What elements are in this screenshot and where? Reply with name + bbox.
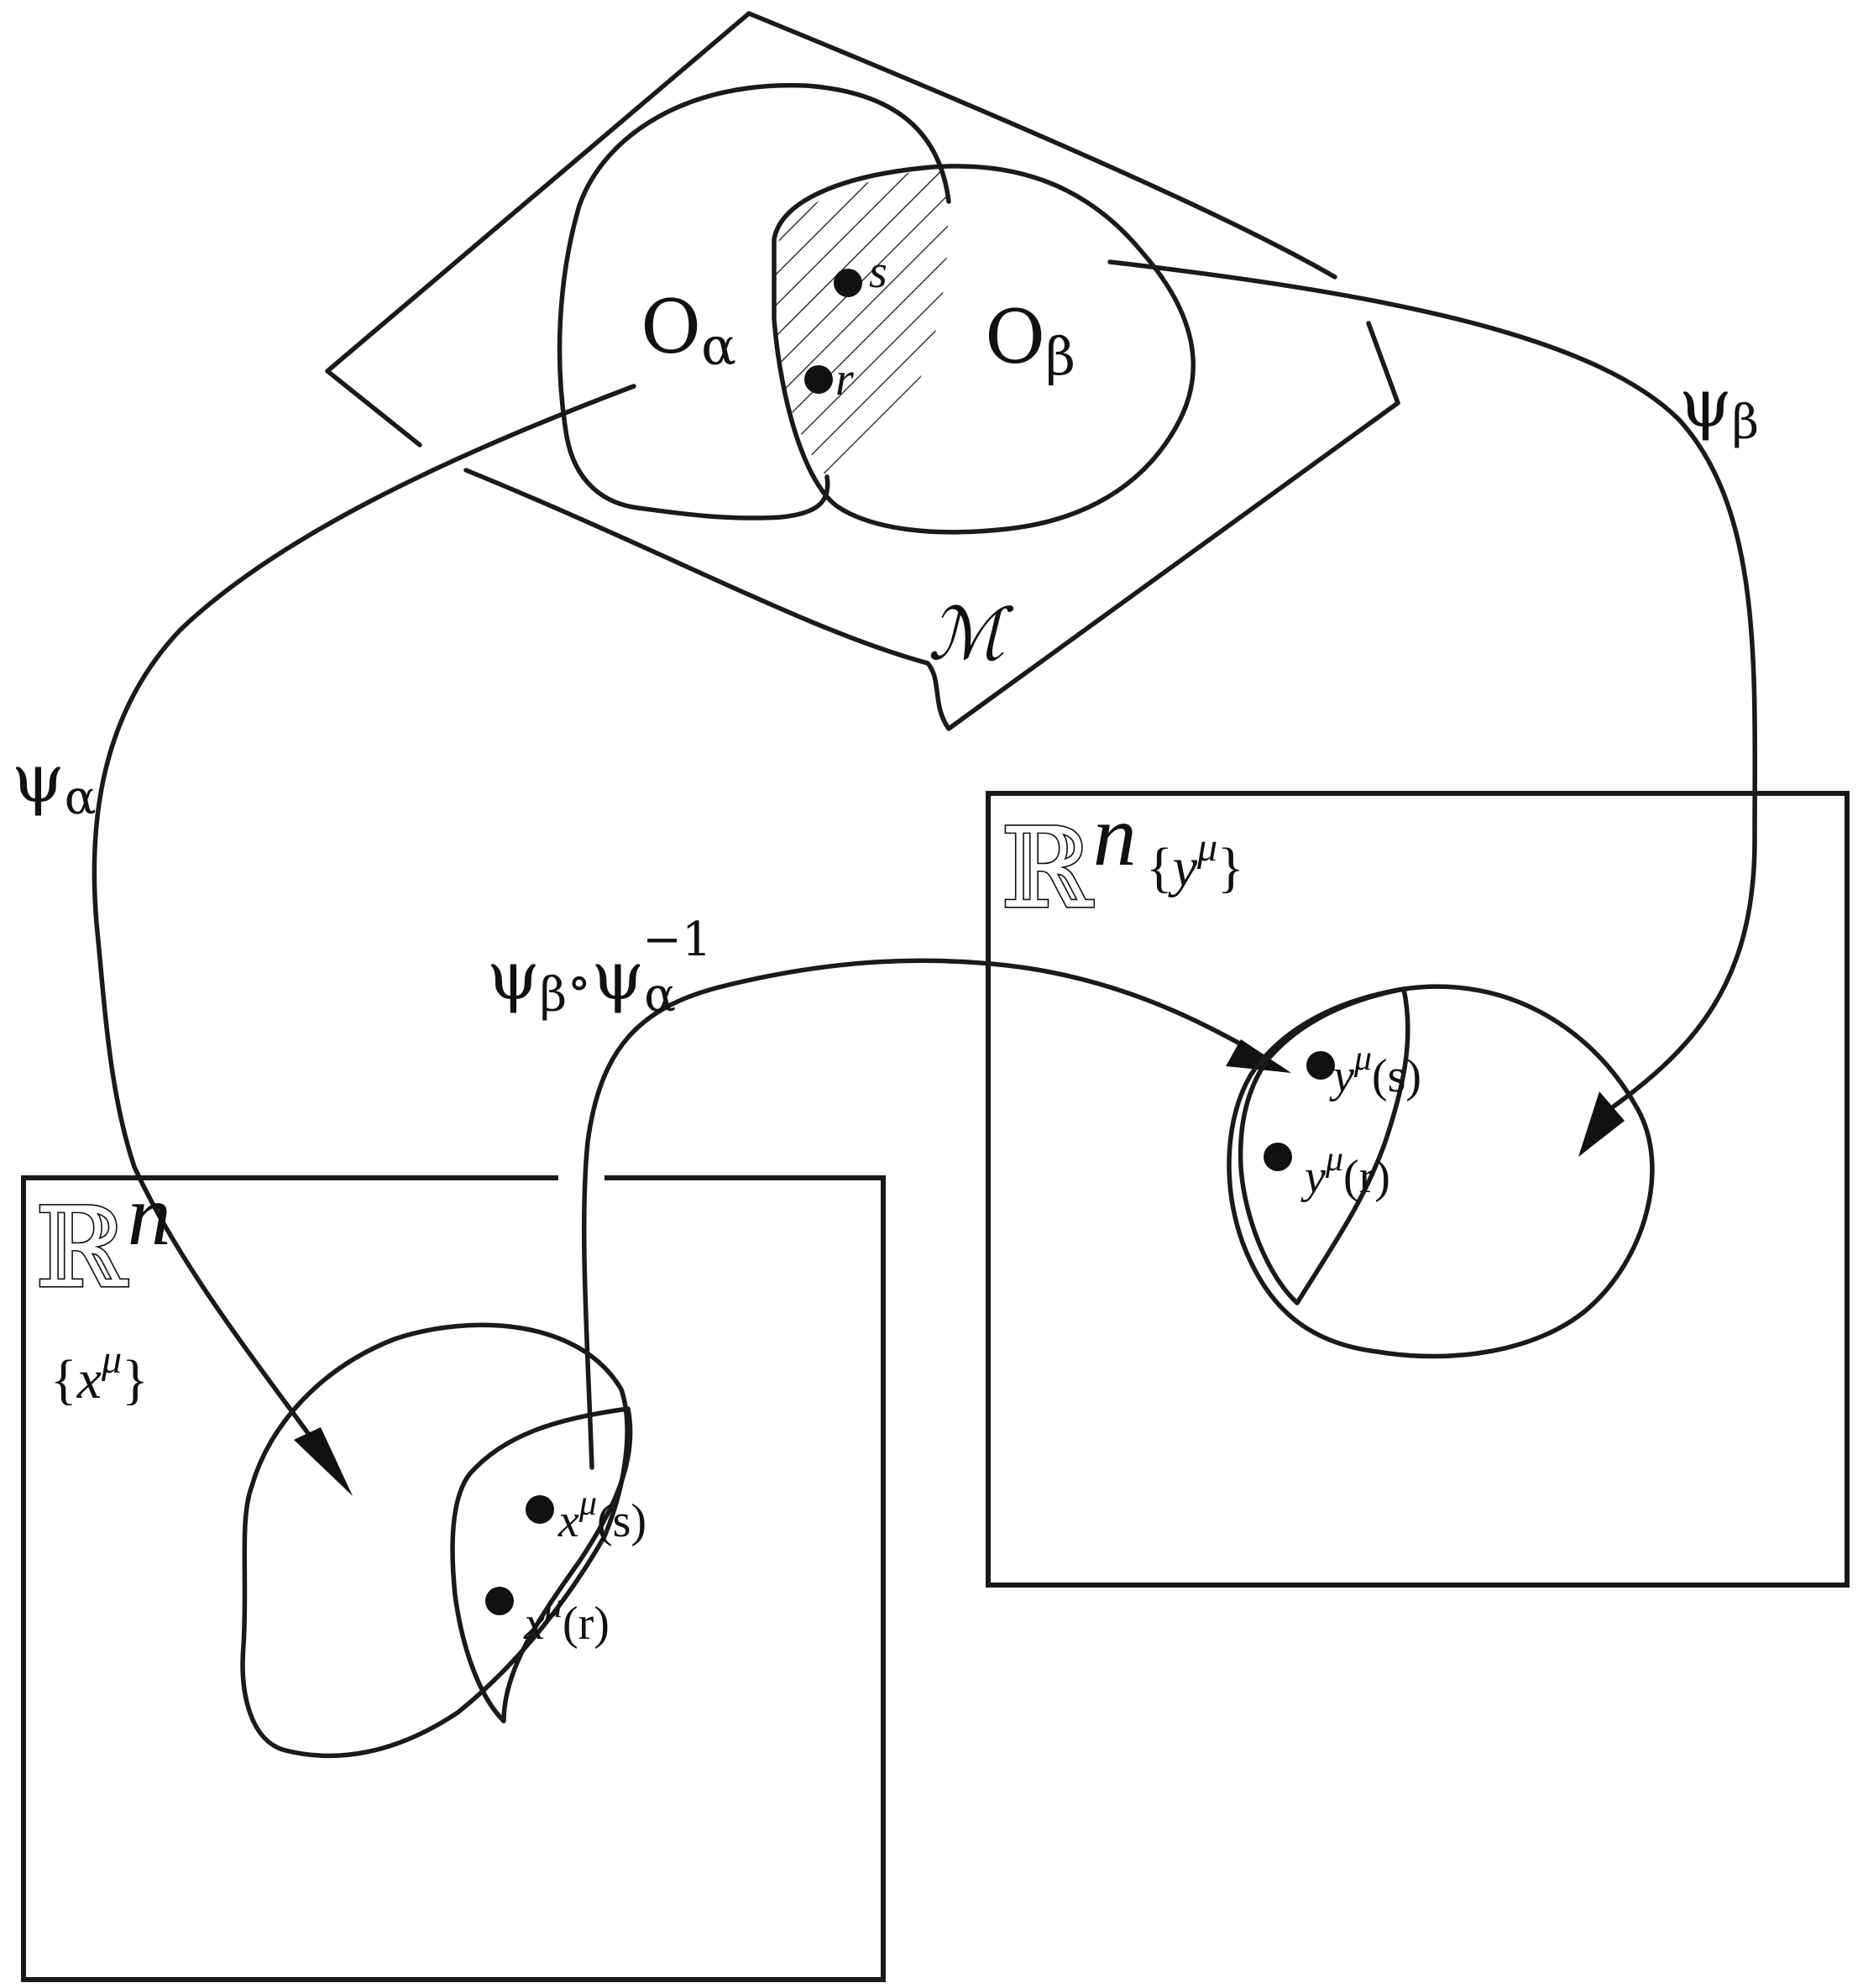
y-point-s-label: yμ(s) (1329, 1039, 1421, 1102)
psi-beta-label: ψβ (1679, 364, 1759, 450)
manifold-outline (325, 11, 1400, 731)
transition-map-label: ψβ∘ψα−1 (487, 913, 712, 1023)
psi-beta-arrowhead (1578, 1091, 1625, 1157)
x-point-r-dot (485, 1587, 514, 1615)
patch-o-beta-label: Oβ (985, 294, 1075, 387)
x-chart-coords-label: {xμ} (50, 1337, 149, 1410)
x-chart-space-label: ℝn (35, 1167, 171, 1313)
x-chart-overlap (450, 1406, 633, 1724)
psi-alpha-arrow (92, 384, 636, 1480)
patch-o-alpha-outline (557, 82, 951, 521)
point-s-label: s (869, 246, 887, 298)
y-point-s-dot (1306, 1051, 1335, 1080)
x-point-r-label: xμ(r) (523, 1587, 610, 1650)
psi-beta-arrow (1107, 259, 1758, 1119)
point-r-dot (804, 365, 833, 394)
overlap-region (772, 168, 948, 477)
patch-o-alpha-label: Oα (641, 284, 736, 377)
transition-arrow (581, 958, 1270, 1470)
transition-arrowhead (1226, 1039, 1291, 1073)
psi-alpha-arrowhead (294, 1427, 353, 1496)
x-chart-frame (21, 1175, 886, 1982)
patch-o-beta-outline (772, 164, 1196, 535)
y-chart-space-label: ℝn (1001, 787, 1137, 934)
psi-alpha-label: ψα (12, 740, 97, 825)
y-point-r-dot (1264, 1143, 1292, 1171)
manifold-label: ℳ (928, 594, 1014, 675)
x-chart-region-outline (240, 1322, 630, 1759)
point-r-label: r (835, 353, 854, 405)
x-point-s-dot (526, 1495, 554, 1524)
y-chart-overlap (1238, 986, 1410, 1305)
point-s-dot (834, 269, 862, 297)
y-point-r-label: yμ(r) (1300, 1140, 1390, 1203)
y-chart-region-outline (1227, 984, 1655, 1359)
y-chart-coords-label: {yμ} (1146, 825, 1244, 898)
y-chart-frame (986, 791, 1850, 1588)
x-point-s-label: xμ(s) (557, 1484, 646, 1547)
